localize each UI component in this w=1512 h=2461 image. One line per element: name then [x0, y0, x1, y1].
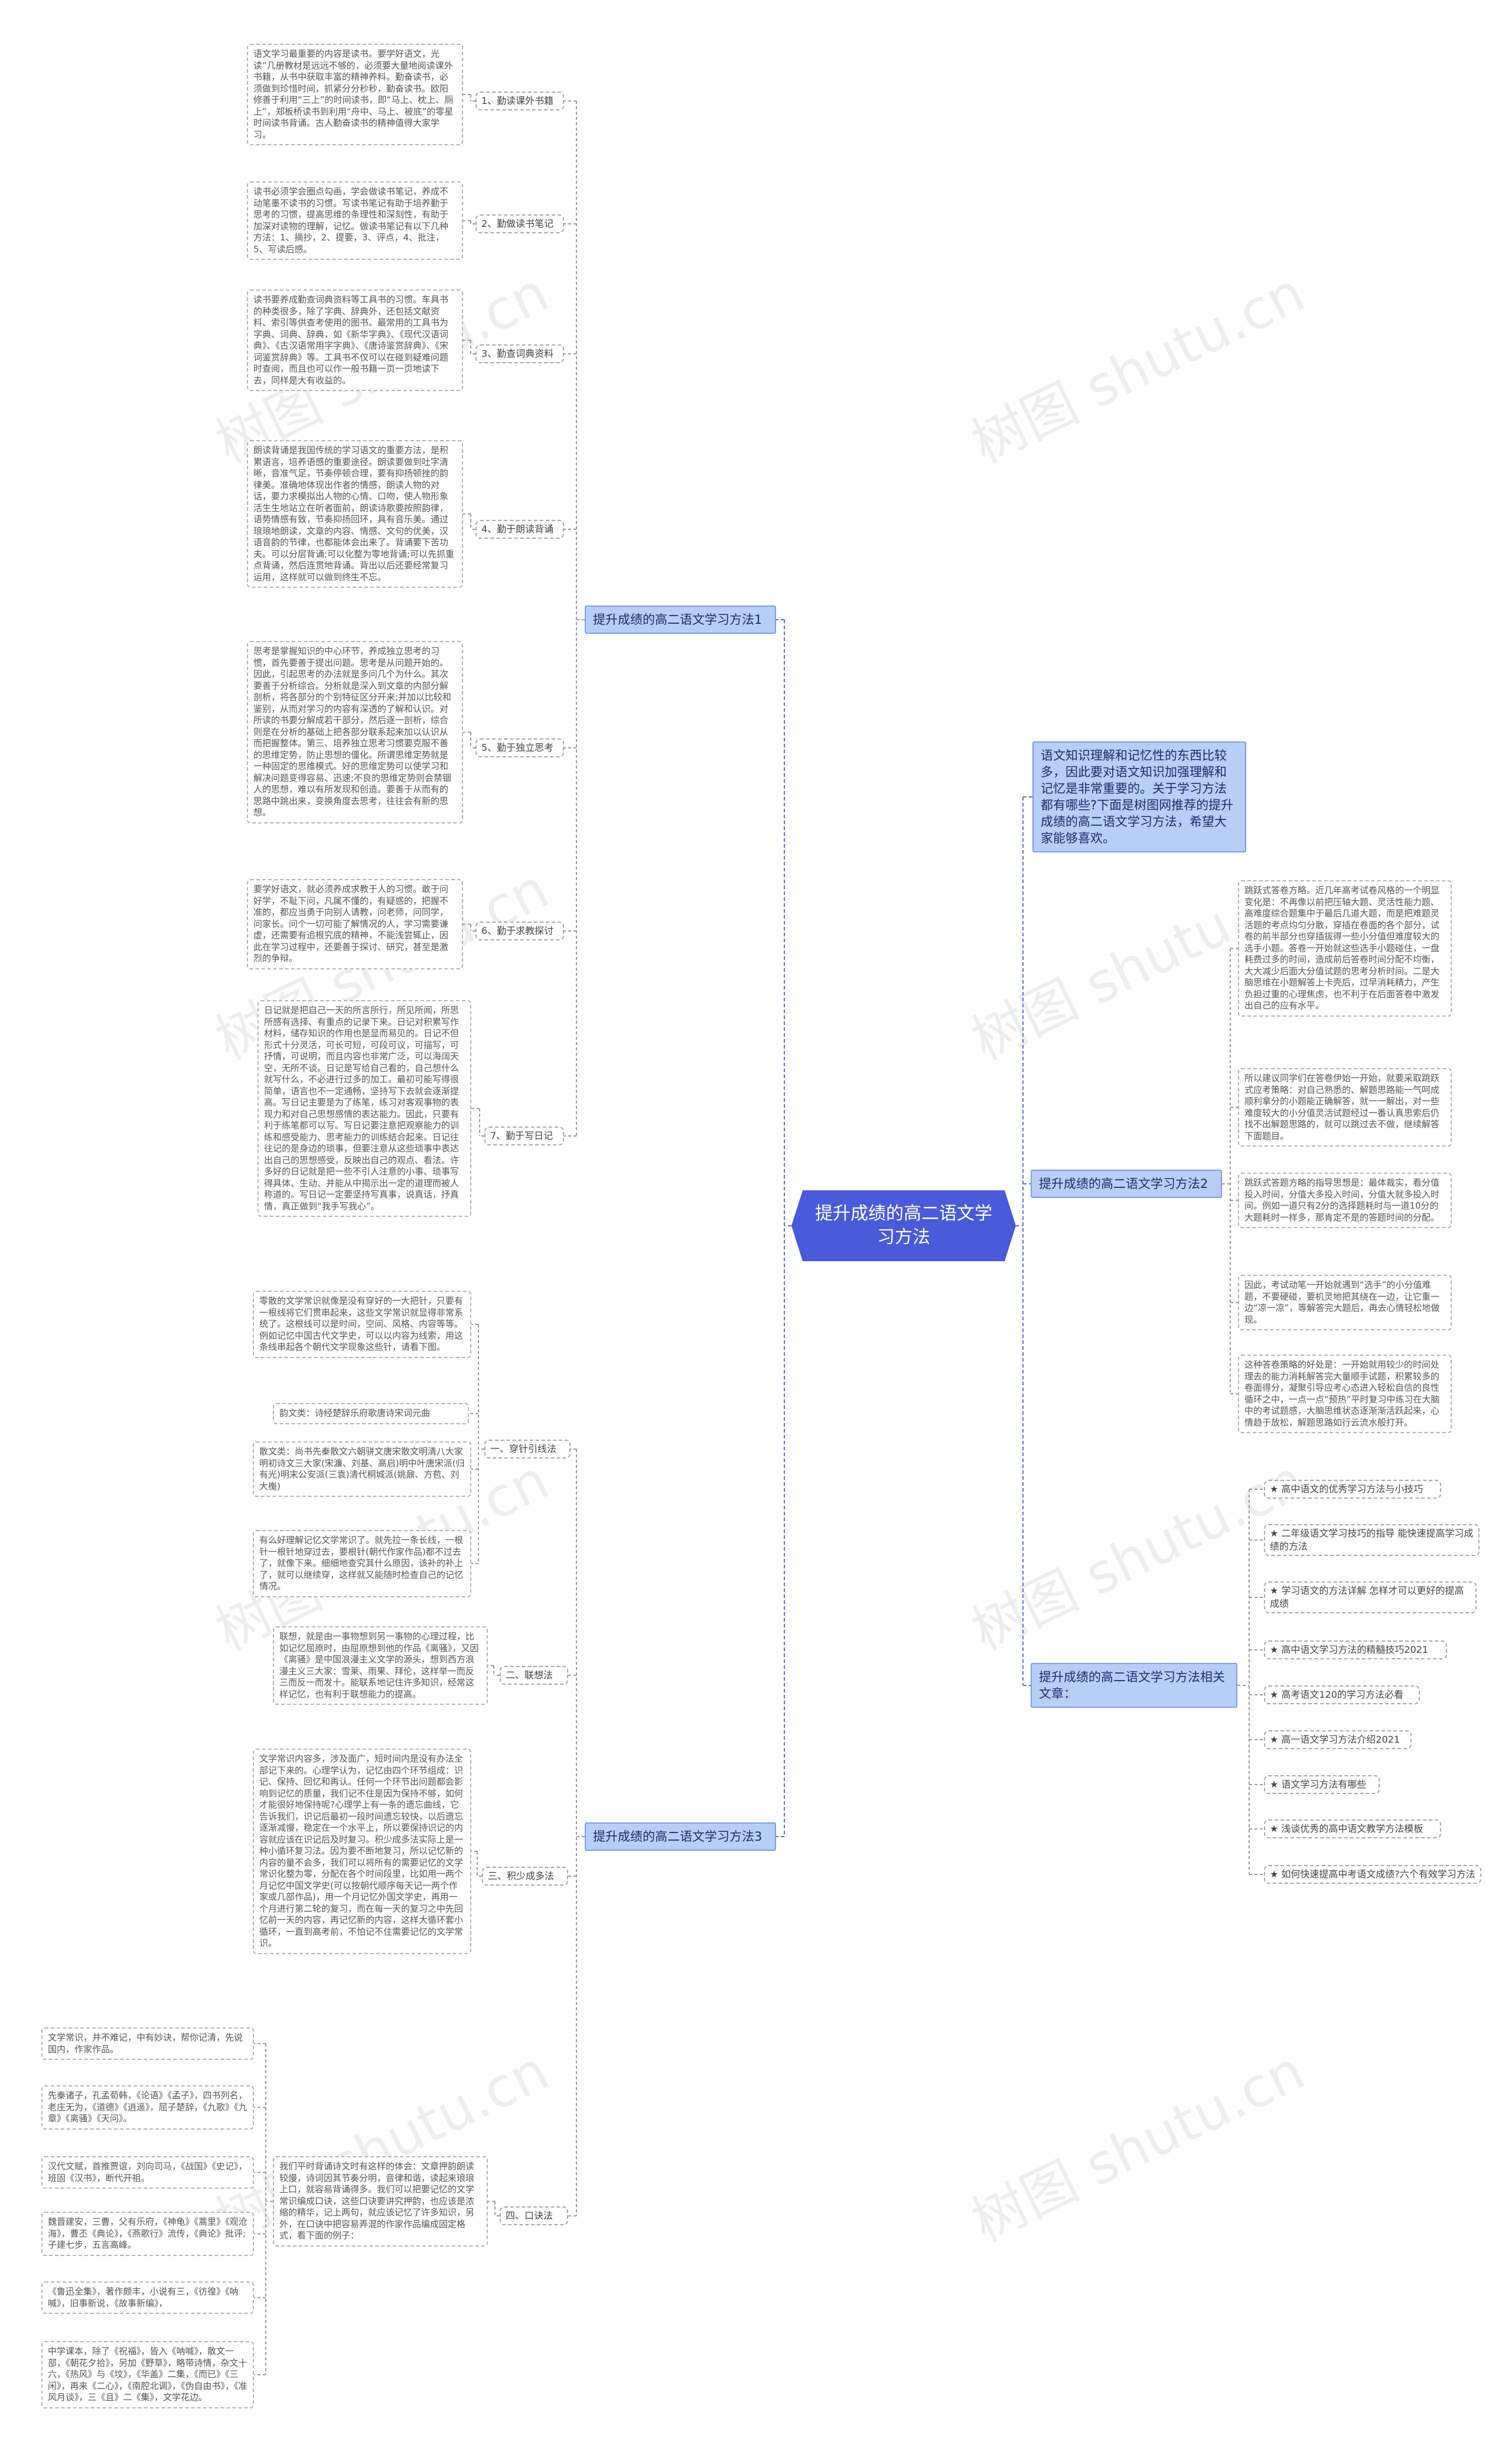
method1-text-6: 要学好语文，就必须养成求教于人的习惯。敢于问好学，不耻下问，凡属不懂的，有疑惑的… — [247, 879, 463, 969]
method2-text-5: 这种答卷策略的好处是：一开始就用较少的时间处理去的能力消耗解答完大量顺手试题，积… — [1238, 1355, 1452, 1433]
method3-g4-verse-4: 魏晋建安，三曹，父有乐府，《神龟》《蒿里》《观沧海》，曹丕《典论》，《燕歌行》流… — [41, 2212, 254, 2256]
method2-text-1: 跳跃式答卷方略。近几年高考试卷风格的一个明显变化是：不再像以前把压轴大题、灵活性… — [1238, 880, 1452, 1017]
related-article-link[interactable]: ★ 二年级语文学习技巧的指导 能快速提高学习成绩的方法 — [1264, 1524, 1480, 1556]
related-article-link[interactable]: ★ 高中语文的优秀学习方法与小技巧 — [1264, 1480, 1441, 1499]
method1-item-1[interactable]: 1、勤读课外书籍 — [475, 92, 564, 110]
method2-text-2: 所以建议同学们在答卷伊始一开始，就要采取跳跃式应考策略：对自己熟悉的、解题思路能… — [1238, 1068, 1452, 1147]
method1-text-3: 读书要养成勤查词典资料等工具书的习惯。车具书的种类很多，除了字典、辞典外，还包括… — [247, 289, 463, 391]
related-article-link[interactable]: ★ 语文学习方法有哪些 — [1264, 1775, 1380, 1794]
method3-g1-text-4: 有么好理解记忆文学常识了。就先拉一条长线，一根针一根针地穿过去，要根针(朝代作家… — [253, 1530, 471, 1597]
method1-item-3[interactable]: 3、勤查词典资料 — [475, 344, 564, 363]
root-topic[interactable]: 提升成绩的高二语文学习方法 — [791, 1190, 1016, 1261]
branch-method-1[interactable]: 提升成绩的高二语文学习方法1 — [585, 606, 776, 634]
method3-group-4[interactable]: 四、口诀法 — [500, 2206, 568, 2225]
method2-text-3: 跳跃式答题方略的指导思想是：最体裁实，看分值投入时间，分值大多投入时间，分值大就… — [1238, 1173, 1452, 1228]
method3-g1-text-3: 散文类：尚书先秦散文六朝骈文唐宋散文明清八大家明初诗文三大家(宋濂、刘基、高启)… — [253, 1441, 471, 1497]
method1-text-1: 语文学习最重要的内容是读书。要学好语文，光读”几册教材是远远不够的，必须要大量地… — [247, 44, 463, 145]
related-article-link[interactable]: ★ 如何快速提高中考语文成绩?六个有效学习方法 — [1264, 1865, 1481, 1884]
method3-g2-text-1: 联想，就是由一事物想到另一事物的心理过程，比如记忆屈原时，由屈原想到他的作品《离… — [273, 1626, 488, 1705]
method3-group-1[interactable]: 一、穿针引线法 — [484, 1440, 571, 1459]
related-article-link[interactable]: ★ 高一语文学习方法介绍2021 — [1264, 1730, 1412, 1749]
related-article-link[interactable]: ★ 高考语文120的学习方法必看 — [1264, 1685, 1420, 1704]
branch-related-articles[interactable]: 提升成绩的高二语文学习方法相关文章： — [1031, 1663, 1237, 1708]
method3-group-2[interactable]: 二、联想法 — [500, 1666, 568, 1685]
related-article-link[interactable]: ★ 高中语文学习方法的精髓技巧2021 — [1264, 1640, 1447, 1659]
method1-text-7: 日记就是把自己一天的所言所行，所见所闻，所思所感有选择、有重点的记录下来。日记对… — [258, 1000, 471, 1217]
method1-item-6[interactable]: 6、勤于求教探讨 — [475, 922, 564, 940]
intro-node[interactable]: 语文知识理解和记忆性的东西比较多，因此要对语文知识加强理解和记忆是非常重要的。关… — [1032, 741, 1246, 852]
method1-item-4[interactable]: 4、勤于朗读背诵 — [475, 520, 564, 539]
method1-item-5[interactable]: 5、勤于独立思考 — [475, 738, 564, 757]
method3-g1-text-2: 韵文类：诗经楚辞乐府歌唐诗宋词元曲 — [273, 1403, 469, 1424]
method3-g1-text-1: 零散的文学常识就像是没有穿好的一大把针，只要有一根线将它们贯串起来，这些文学常识… — [253, 1291, 471, 1358]
method1-text-5: 思考是掌握知识的中心环节，养成独立思考的习惯，首先要善于提出问题。思考是从问题开… — [247, 641, 463, 823]
method3-group-3[interactable]: 三、积少成多法 — [482, 1867, 568, 1886]
method3-g3-text-1: 文学常识内容多，涉及面广，短时间内是没有办法全部记下来的。心理学认为，记忆由四个… — [253, 1749, 471, 1954]
related-article-link[interactable]: ★ 学习语文的方法详解 怎样才可以更好的提高成绩 — [1264, 1581, 1477, 1613]
method3-g4-verse-5: 《鲁迅全集》，著作颇丰，小说有三，《彷徨》《呐喊》，旧事新说，《故事新编》， — [41, 2281, 254, 2314]
method1-text-2: 读书必须学会圈点勾画，学会做读书笔记，养成不动笔墨不读书的习惯。写读书笔记有助于… — [247, 181, 463, 260]
branch-method-3[interactable]: 提升成绩的高二语文学习方法3 — [585, 1822, 776, 1851]
method1-item-2[interactable]: 2、勤做读书笔记 — [475, 214, 564, 233]
method2-text-4: 因此，考试动笔一开始就遇到“选手”的小分值难题，不要硬碰，要机灵地把其绕在一边，… — [1238, 1275, 1452, 1330]
method3-g4-verse-3: 汉代文赋，首推贾谊，刘向司马，《战国》《史记》，班固《汉书》，断代开祖。 — [41, 2156, 254, 2189]
method3-g4-main: 我们平时背诵诗文时有这样的体会：文章押韵朗读较慢，诗词因其节奏分明，音律和谐，读… — [273, 2156, 488, 2247]
branch-method-2[interactable]: 提升成绩的高二语文学习方法2 — [1031, 1170, 1222, 1198]
method1-text-4: 朗读背诵是我国传统的学习语文的重要方法，是积累语言，培养语感的重要途径。朗读要做… — [247, 440, 463, 588]
related-article-link[interactable]: ★ 浅谈优秀的高中语文教学方法模板 — [1264, 1819, 1441, 1838]
method3-g4-verse-1: 文学常识，并不难记，中有妙诀，帮你记清，先说国内，作家作品。 — [41, 2027, 254, 2060]
method1-item-7[interactable]: 7、勤于写日记 — [484, 1127, 564, 1145]
method3-g4-verse-2: 先秦诸子，孔孟荀韩，《论语》《孟子》，四书列名，老庄无为，《道德》《逍遥》，屈子… — [41, 2085, 254, 2130]
method3-g4-verse-6: 中学课本，除了《祝福》，皆入《呐喊》，散文一部，《朝花夕拾》，另加《野草》，略带… — [41, 2341, 254, 2408]
